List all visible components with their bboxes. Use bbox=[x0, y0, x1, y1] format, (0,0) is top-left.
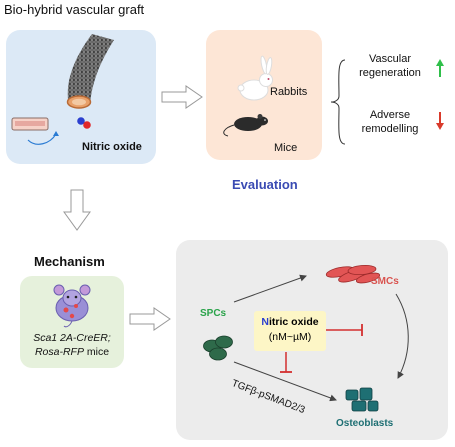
nitrogen-atom-icon bbox=[77, 117, 85, 125]
no-range: (nM~µM) bbox=[268, 331, 312, 343]
no-rest: itric oxide bbox=[268, 316, 319, 328]
graft-panel: Nitric oxide bbox=[6, 30, 156, 164]
release-arrow bbox=[27, 133, 57, 145]
evaluation-heading: Evaluation bbox=[232, 177, 298, 192]
down-arrow-icon bbox=[436, 112, 444, 130]
outcome-bracket bbox=[330, 59, 346, 145]
smcs-cells-icon bbox=[325, 264, 381, 284]
mice-label: Mice bbox=[274, 142, 298, 154]
spcs-label: SPCs bbox=[200, 308, 227, 319]
graft-tube bbox=[67, 34, 114, 104]
spcs-cells-icon bbox=[203, 335, 233, 361]
outcome-line1: Vascular bbox=[369, 53, 411, 65]
spcs-to-osteoblasts-arrow bbox=[233, 361, 337, 402]
no-title: Nitric oxide bbox=[254, 315, 326, 330]
nitric-oxide-label: Nitric oxide bbox=[82, 141, 142, 153]
osteoblasts-cells-icon bbox=[345, 387, 379, 412]
smcs-label: SMCs bbox=[371, 276, 399, 287]
mouse-line2-suffix: mice bbox=[83, 346, 110, 358]
arrow-to-pathway bbox=[129, 307, 171, 331]
mouse-line1: Sca1 2A-CreER; bbox=[33, 332, 111, 344]
outcome-vascular-regeneration: Vascular regeneration bbox=[354, 52, 426, 80]
reporter-mouse-icon bbox=[53, 284, 91, 328]
mechanism-panel: Sca1 2A-CreER; Rosa-RFP mice bbox=[20, 276, 124, 368]
rabbits-label: Rabbits bbox=[270, 86, 308, 98]
outcome-line1: Adverse bbox=[369, 109, 411, 121]
oxygen-atom-icon bbox=[83, 121, 91, 129]
up-arrow-icon bbox=[436, 59, 444, 77]
pathway-panel: SMCs SPCs Nitric oxide (nM~µM) TGFβ-pSMA… bbox=[176, 240, 448, 440]
arrow-to-mechanism bbox=[63, 189, 91, 231]
osteoblasts-label: Osteoblasts bbox=[336, 418, 394, 429]
evaluation-panel: Rabbits Mice bbox=[206, 30, 322, 160]
mouse-line2-italic: Rosa-RFP bbox=[34, 346, 84, 358]
no-first-letter: N bbox=[261, 316, 269, 328]
outcome-line2: remodelling bbox=[361, 123, 419, 135]
arrow-to-evaluation bbox=[161, 85, 203, 109]
rabbit-icon bbox=[237, 55, 273, 101]
outcome-line2: regeneration bbox=[359, 67, 421, 79]
nitric-oxide-box: Nitric oxide (nM~µM) bbox=[254, 311, 326, 351]
mechanism-heading: Mechanism bbox=[34, 254, 105, 269]
page-title: Bio-hybrid vascular graft bbox=[4, 2, 145, 17]
smcs-to-osteoblasts-arrow bbox=[395, 293, 409, 379]
spcs-to-smcs-arrow bbox=[233, 274, 307, 303]
outcome-adverse-remodelling: Adverse remodelling bbox=[354, 108, 426, 136]
mouse-line2: Rosa-RFP mice bbox=[20, 346, 124, 358]
graft-illustration bbox=[11, 34, 114, 145]
mouse-icon bbox=[223, 114, 268, 137]
